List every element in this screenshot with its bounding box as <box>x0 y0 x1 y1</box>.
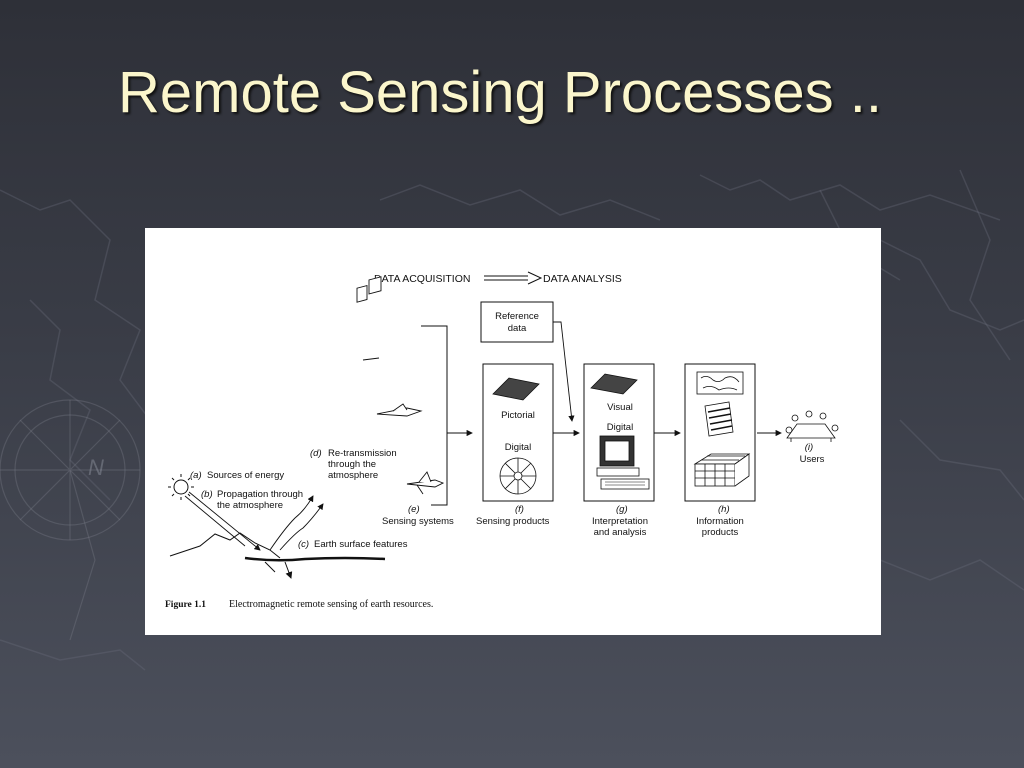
reference-data-box <box>480 301 554 343</box>
retransmission-arrow <box>269 495 314 551</box>
label-d-retransmission: Re-transmission <box>328 448 397 459</box>
remote-sensing-diagram: DATA ACQUISITION DATA ANALYSIS (a) Sourc… <box>165 271 839 610</box>
label-c-letter: (c) <box>298 539 309 550</box>
arrow-reference-to-g <box>553 321 575 422</box>
pictorial-image-icon <box>492 377 540 401</box>
table-document-icon <box>704 401 734 437</box>
label-d-atmosphere: atmosphere <box>328 470 378 481</box>
label-d-letter: (d) <box>310 448 322 459</box>
earth-surface <box>244 556 386 562</box>
users-icon <box>785 410 839 442</box>
figure-caption-text: Electromagnetic remote sensing of earth … <box>229 599 433 610</box>
label-digital-f: Digital <box>505 442 531 453</box>
figure-caption-number: Figure 1.1 <box>165 600 206 610</box>
svg-text:(a): (a) <box>190 470 202 481</box>
label-a-sources-of-energy: Sources of energy <box>207 470 284 481</box>
svg-text:N: N <box>88 455 104 480</box>
surface-arrows <box>264 561 291 578</box>
reference-data-line1: Reference <box>495 311 539 322</box>
map-icon <box>696 371 744 395</box>
label-pictorial: Pictorial <box>501 410 535 421</box>
label-d-through-the: through the <box>328 459 376 470</box>
data-grid-icon <box>693 453 751 487</box>
energy-rays <box>184 491 261 551</box>
label-g-and-analysis: and analysis <box>594 527 647 538</box>
reference-data-line2: data <box>508 323 527 334</box>
computer-icon <box>596 435 650 490</box>
label-e-sensing-systems: Sensing systems <box>382 516 454 527</box>
airplane-icon <box>406 471 445 495</box>
label-a-letter: (a) <box>190 470 202 481</box>
label-e-letter: (e) <box>408 504 420 515</box>
visual-image-icon <box>590 373 638 395</box>
label-h-information: Information <box>696 516 744 527</box>
label-b-atmosphere: the atmosphere <box>217 500 283 511</box>
slide-title: Remote Sensing Processes .. <box>118 60 883 125</box>
label-g-letter: (g) <box>616 504 628 515</box>
label-h-products: products <box>702 527 739 538</box>
double-arrow-icon <box>484 271 543 285</box>
label-i-users: Users <box>800 454 825 465</box>
label-f-sensing-products: Sensing products <box>476 516 550 527</box>
label-visual: Visual <box>607 402 633 413</box>
label-h-letter: (h) <box>718 504 730 515</box>
label-g-interpretation: Interpretation <box>592 516 648 527</box>
label-b-propagation: Propagation through <box>217 489 303 500</box>
satellite-icon <box>356 276 382 361</box>
label-i-letter: (i) <box>805 442 813 453</box>
disk-icon <box>499 457 537 495</box>
sun-icon <box>168 474 194 500</box>
label-f-letter: (f) <box>515 504 524 515</box>
jet-icon <box>376 403 423 417</box>
header-data-analysis: DATA ANALYSIS <box>543 273 622 285</box>
label-digital-g: Digital <box>607 422 633 433</box>
label-b-letter: (b) <box>201 489 213 500</box>
header-data-acquisition: DATA ACQUISITION <box>374 273 470 285</box>
mountain-outline <box>169 532 281 559</box>
label-c-earth-surface: Earth surface features <box>314 539 408 550</box>
sensing-systems-bracket <box>421 325 448 506</box>
figure-panel: DATA ACQUISITION DATA ANALYSIS (a) Sourc… <box>145 228 881 635</box>
